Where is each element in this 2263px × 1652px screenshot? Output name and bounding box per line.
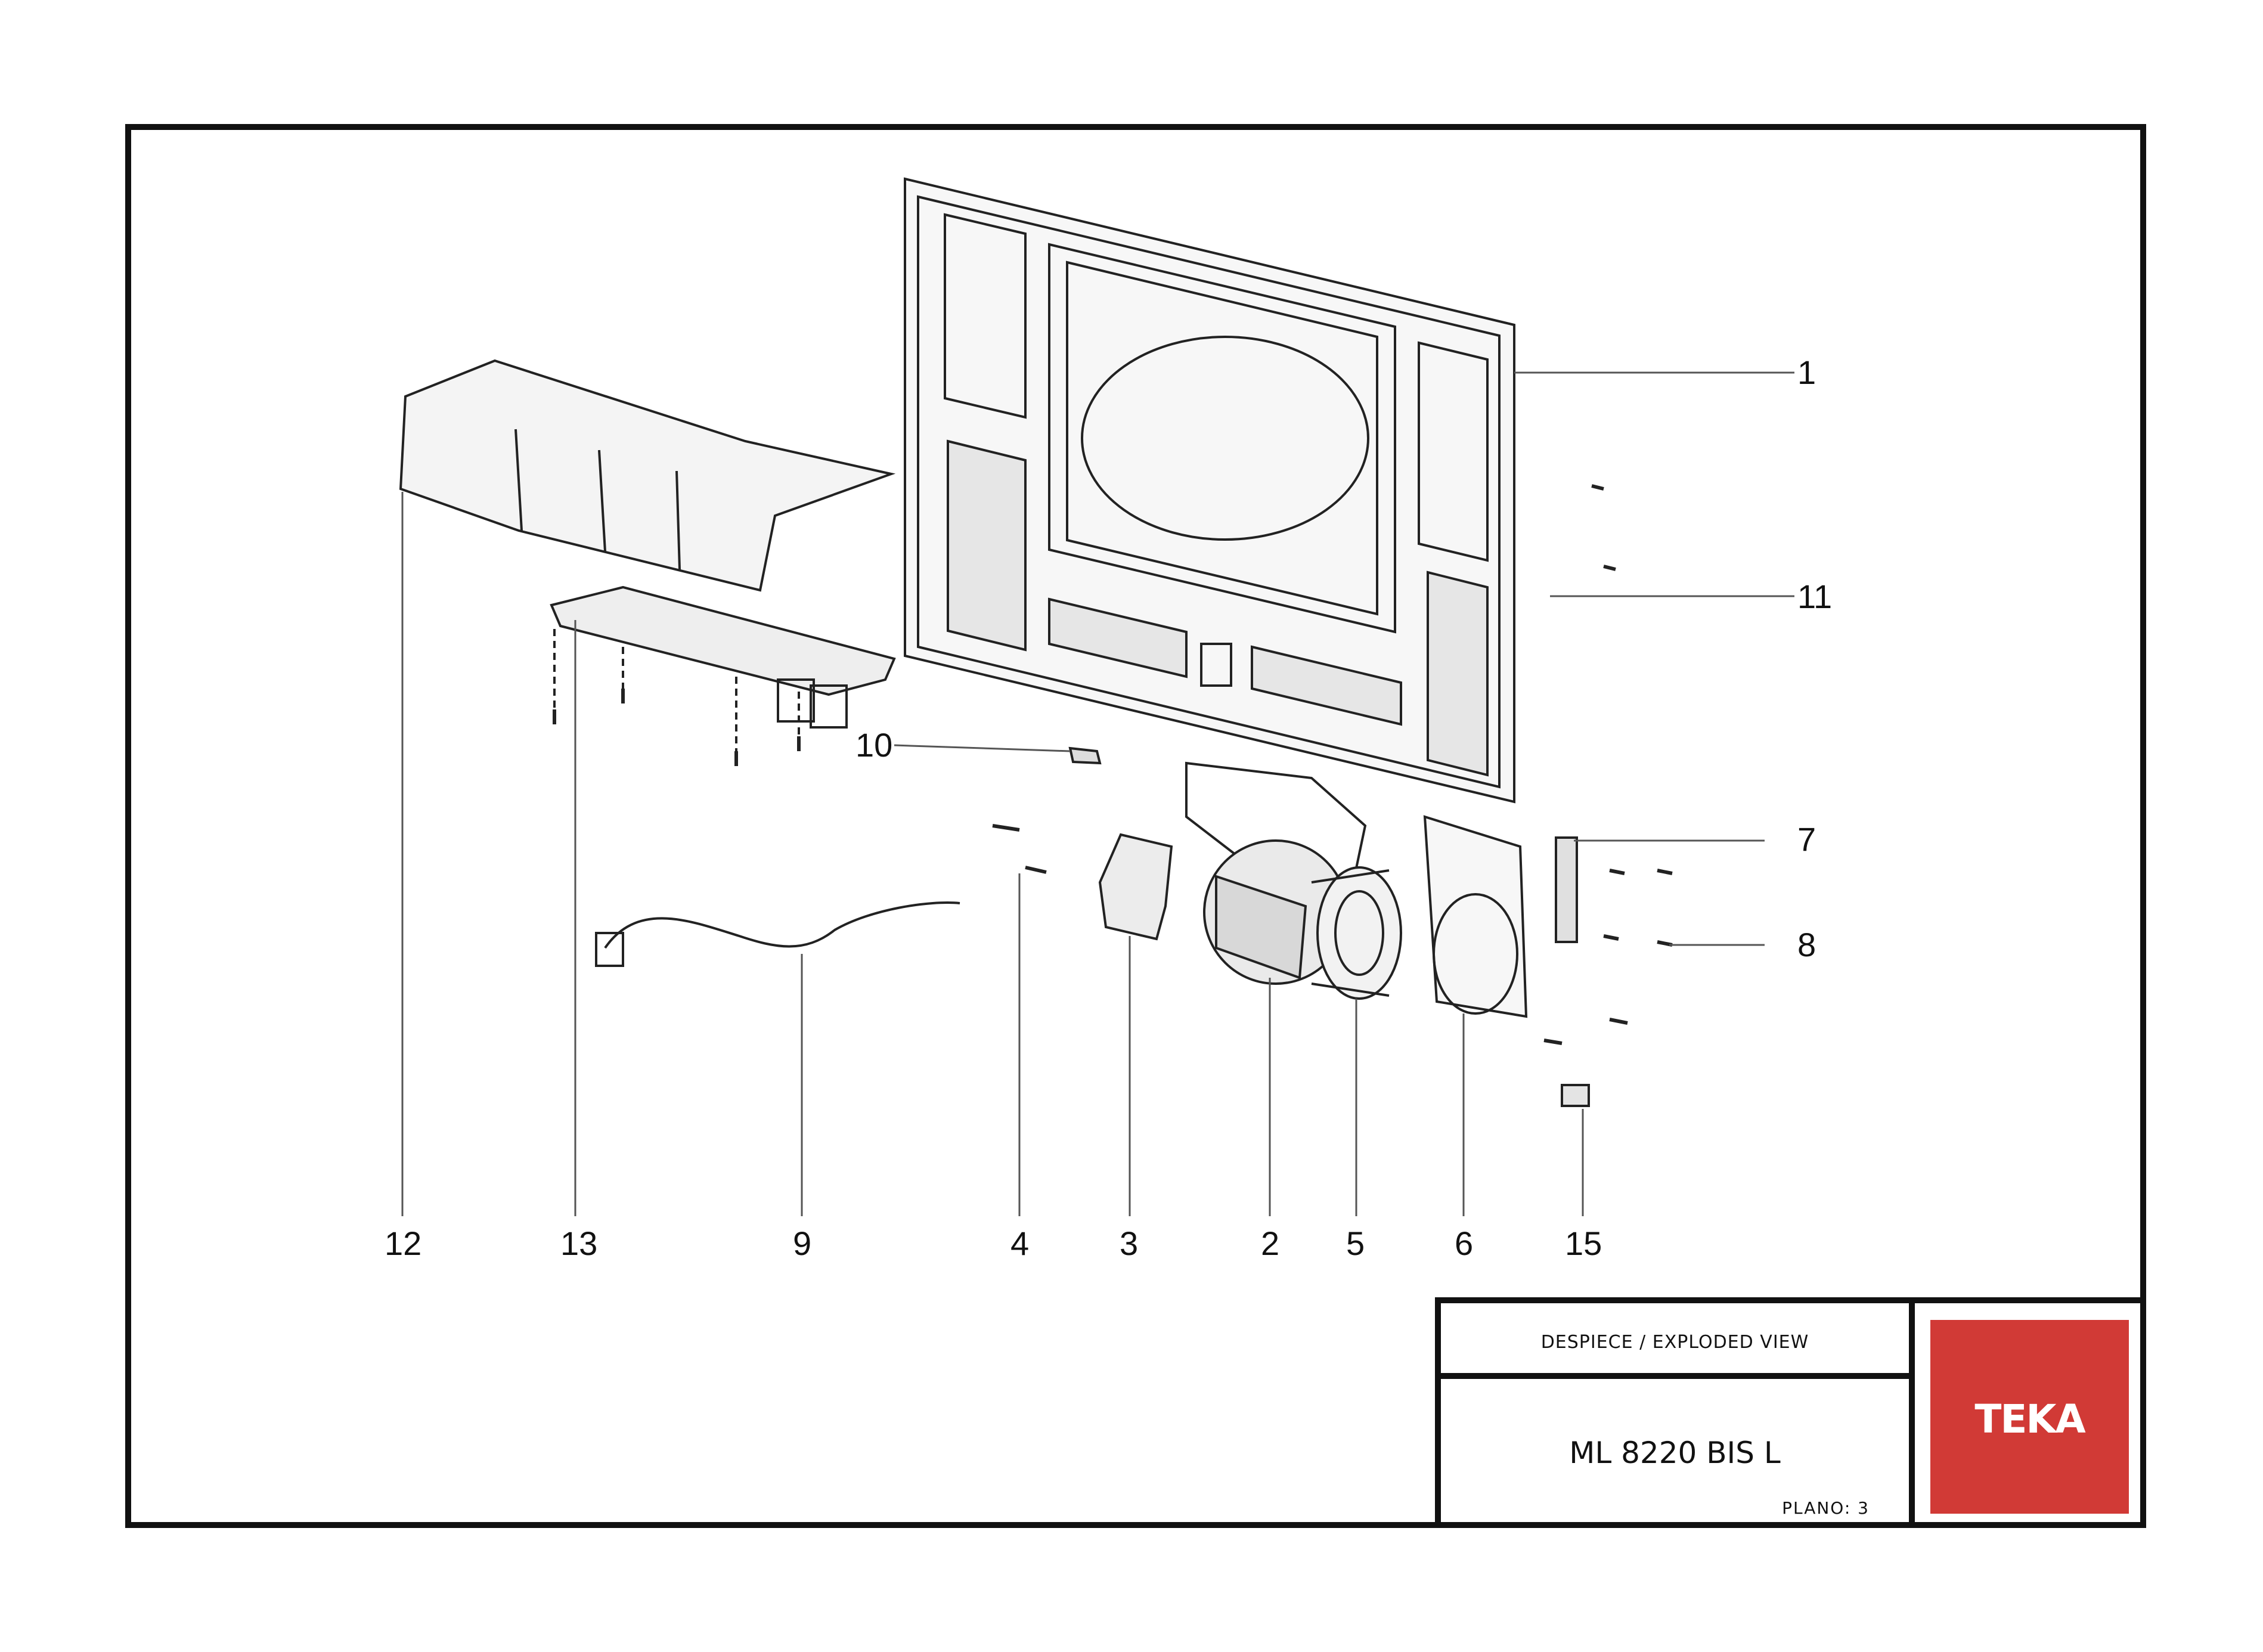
callout-12: 12 <box>385 1225 422 1262</box>
callout-9: 9 <box>793 1225 812 1262</box>
power-cable-part <box>604 901 960 949</box>
callout-4: 4 <box>1010 1225 1030 1262</box>
callout-8: 8 <box>1797 926 1816 963</box>
plano-number: PLANO: 3 <box>1782 1498 1870 1518</box>
callout-5: 5 <box>1346 1225 1365 1262</box>
callout-10: 10 <box>855 726 893 764</box>
callout-3: 3 <box>1120 1225 1139 1262</box>
model-cell: ML 8220 BIS L PLANO: 3 <box>1435 1373 1915 1528</box>
capacitor-part <box>1098 833 1173 941</box>
cover-part <box>399 359 896 592</box>
back-panel-part <box>904 177 1515 804</box>
screws <box>553 484 1673 1045</box>
leader-lines <box>401 371 1794 1216</box>
exploded-view-header: DESPIECE / EXPLODED VIEW <box>1540 1332 1809 1353</box>
drawing-frame <box>125 124 2146 1528</box>
callout-15: 15 <box>1565 1225 1602 1262</box>
title-block: DESPIECE / EXPLODED VIEW ML 8220 BIS L P… <box>1435 1297 2146 1528</box>
callout-2: 2 <box>1261 1225 1280 1262</box>
callout-1: 1 <box>1797 354 1816 391</box>
clip-part-10 <box>1068 746 1102 765</box>
cable-plug-part <box>595 932 624 967</box>
logo-cell: TEKA <box>1909 1297 2146 1528</box>
exploded-view-header-cell: DESPIECE / EXPLODED VIEW <box>1435 1297 1915 1379</box>
teka-logo: TEKA <box>1930 1320 2129 1514</box>
callout-6: 6 <box>1455 1225 1474 1262</box>
model-name: ML 8220 BIS L <box>1569 1436 1781 1470</box>
mounting-ring-part <box>1423 815 1528 1018</box>
fan-wheel-part <box>1311 866 1402 1000</box>
small-part-15 <box>1561 1084 1590 1107</box>
teka-logo-text: TEKA <box>1974 1396 2085 1442</box>
callout-7: 7 <box>1797 820 1816 858</box>
pcb-part <box>550 585 896 754</box>
callout-11: 11 <box>1797 578 1833 615</box>
callout-13: 13 <box>560 1225 598 1262</box>
bracket-part <box>1555 836 1578 943</box>
